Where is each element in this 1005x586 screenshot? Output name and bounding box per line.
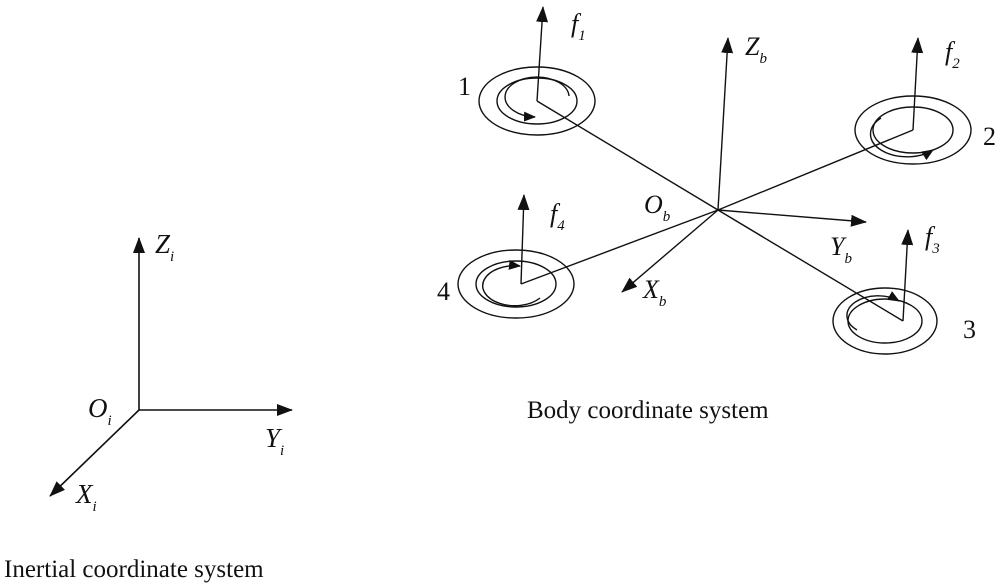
rotor-4-inner-ring xyxy=(475,260,557,308)
body-y-axis xyxy=(717,209,867,227)
rotor-1 xyxy=(478,6,596,136)
rotor-4-thrust-arrow xyxy=(517,194,530,285)
arm-1 xyxy=(536,100,719,211)
rotor-3-force-label: f3 xyxy=(925,222,940,257)
rotor-3-outer-ring xyxy=(832,287,938,355)
rotor-1-outer-ring xyxy=(478,66,596,136)
body-y-label: Yb xyxy=(830,232,852,267)
arm-4 xyxy=(520,209,719,285)
inertial-origin-label: Oi xyxy=(88,393,112,429)
body-caption: Body coordinate system xyxy=(527,397,769,424)
rotor-3 xyxy=(832,229,938,355)
arm-3 xyxy=(717,209,904,322)
rotor-1-rotation-arrow xyxy=(504,76,570,122)
inertial-y-label: Yi xyxy=(265,423,284,459)
rotor-3-number: 3 xyxy=(963,315,976,344)
rotor-4-number: 4 xyxy=(437,277,450,306)
body-z-axis xyxy=(717,37,734,211)
rotor-3-rotation-arrow xyxy=(846,291,900,331)
rotor-1-number: 1 xyxy=(458,72,471,101)
rotor-2-force-label: f2 xyxy=(945,37,960,72)
inertial-x-axis xyxy=(49,409,140,497)
inertial-z-label: Zi xyxy=(155,229,174,265)
body-origin-label: Ob xyxy=(644,190,671,225)
inertial-frame xyxy=(49,237,293,497)
rotor-1-inner-ring xyxy=(496,77,578,125)
rotor-4-outer-ring xyxy=(457,249,575,319)
rotor-3-inner-ring xyxy=(847,298,923,344)
rotor-2-outer-ring xyxy=(854,95,972,165)
arm-2 xyxy=(717,129,914,211)
inertial-x-label: Xi xyxy=(75,479,97,515)
rotor-3-thrust-arrow xyxy=(901,229,914,322)
body-arms xyxy=(520,100,914,322)
rotor-4-rotation-arrow xyxy=(482,259,541,307)
rotor-2-number: 2 xyxy=(983,122,996,151)
body-x-axis xyxy=(621,209,719,293)
rotor-2-rotation-arrow xyxy=(869,117,934,161)
rotor-2-inner-ring xyxy=(872,106,954,154)
body-z-label: Zb xyxy=(745,32,767,67)
body-axes xyxy=(621,37,867,293)
body-x-label: Xb xyxy=(642,275,667,310)
rotor-2-thrust-arrow xyxy=(911,37,924,131)
rotor-1-thrust-arrow xyxy=(536,6,549,102)
rotor-4 xyxy=(457,194,575,319)
rotor-2 xyxy=(854,37,972,165)
rotor-1-force-label: f1 xyxy=(571,9,586,44)
inertial-caption: Inertial coordinate system xyxy=(4,556,264,583)
rotor-4-force-label: f4 xyxy=(550,199,565,234)
